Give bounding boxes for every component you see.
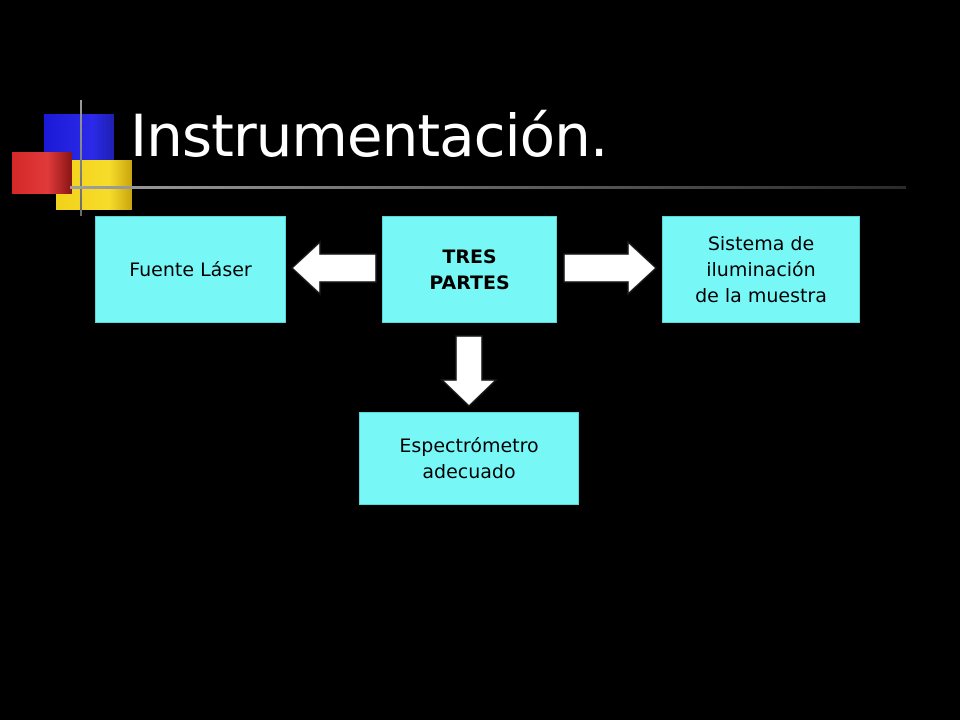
slide-title: Instrumentación. [130, 102, 608, 170]
arrow-left-icon [290, 240, 377, 296]
box-espectrometro: Espectrómetro adecuado [359, 412, 579, 505]
box-sistema-iluminacion: Sistema de iluminación de la muestra [662, 216, 860, 323]
title-underline [70, 186, 906, 189]
box-fuente-laser: Fuente Láser [95, 216, 286, 323]
arrow-down-icon [440, 335, 498, 408]
box-tres-partes: TRES PARTES [382, 216, 557, 323]
arrow-right-icon [563, 240, 658, 296]
logo-red-square [12, 152, 72, 194]
logo-vertical-line [80, 100, 82, 216]
